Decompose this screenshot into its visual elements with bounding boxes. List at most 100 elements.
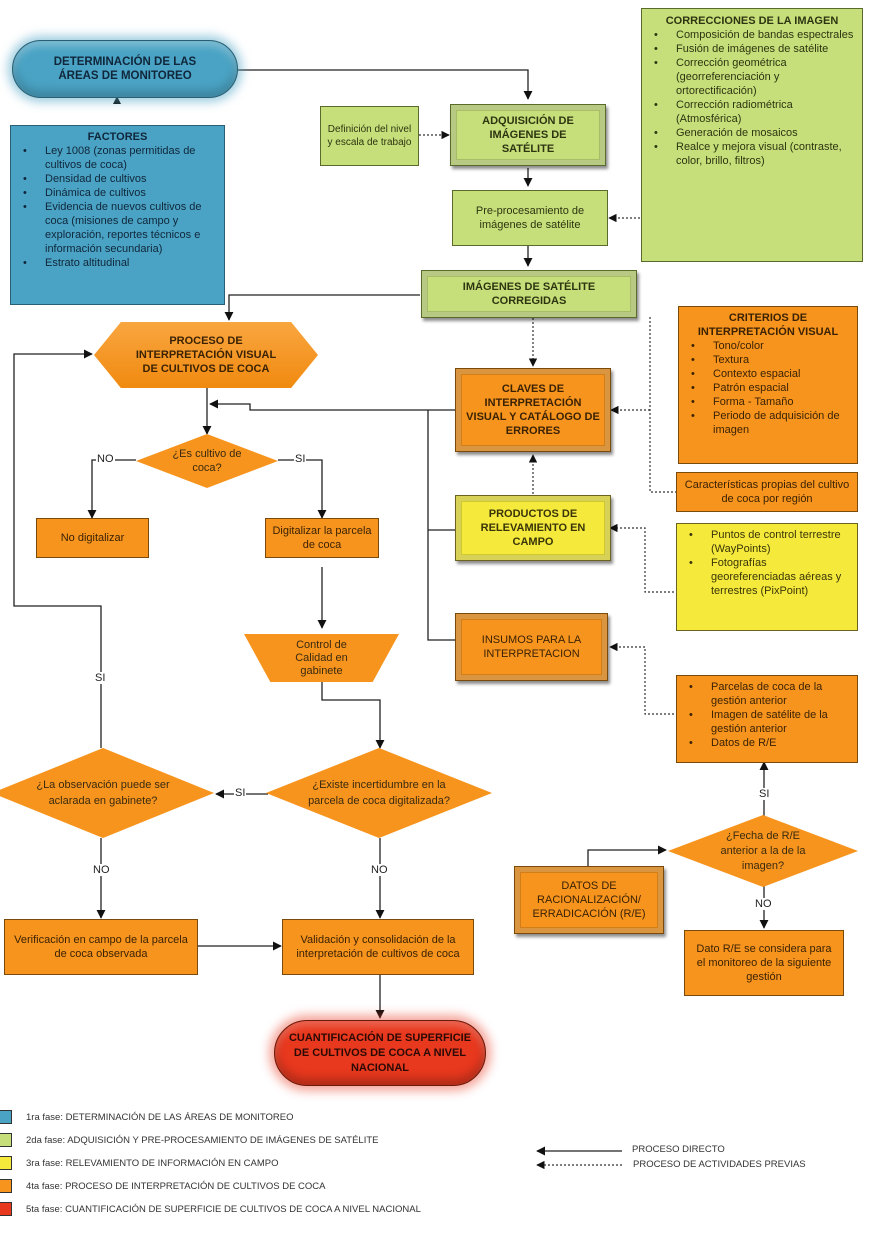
dato-re-siguiente-label: Dato R/E se considera para el monitoreo … — [696, 943, 832, 983]
criterios-item: Contexto espacial — [683, 367, 853, 381]
node-determinacion-areas: DETERMINACIÓN DE LAS ÁREAS DE MONITOREO — [12, 40, 238, 98]
preprocesamiento-label: Pre-procesamiento de imágenes de satélit… — [475, 205, 585, 231]
determinacion-label: DETERMINACIÓN DE LAS ÁREAS DE MONITOREO — [53, 56, 197, 82]
criterios-list: Tono/color Textura Contexto espacial Pat… — [683, 339, 853, 437]
legend-phase-label: 3ra fase: RELEVAMIENTO DE INFORMACIÓN EN… — [26, 1157, 279, 1169]
edge-label-si-existe: SI — [234, 787, 247, 799]
edge-claves-proceso — [209, 399, 455, 411]
node-caracteristicas: Características propias del cultivo de c… — [676, 472, 858, 512]
node-imagenes-corregidas: IMÁGENES DE SATÉLITE CORREGIDAS — [421, 270, 637, 318]
definicion-label: Definición del nivel y escala de trabajo — [327, 124, 412, 148]
node-cuantificacion: CUANTIFICACIÓN DE SUPERFICIE DE CULTIVOS… — [274, 1020, 486, 1086]
legend-phase-1: 1ra fase: DETERMINACIÓN DE LAS ÁREAS DE … — [0, 1110, 293, 1124]
verificacion-label: Verificación en campo de la parcela de c… — [14, 934, 188, 960]
correcciones-item: Composición de bandas espectrales — [646, 28, 858, 42]
node-no-digitalizar: No digitalizar — [36, 518, 149, 558]
factores-list: Ley 1008 (zonas permitidas de cultivos d… — [15, 144, 220, 270]
factores-item: Estrato altitudinal — [15, 256, 220, 270]
legend-phase-label: 4ta fase: PROCESO DE INTERPRETACIÓN DE C… — [26, 1180, 326, 1192]
node-preprocesamiento: Pre-procesamiento de imágenes de satélit… — [452, 190, 608, 246]
correcciones-list: Composición de bandas espectrales Fusión… — [646, 28, 858, 168]
correcciones-item: Fusión de imágenes de satélite — [646, 42, 858, 56]
node-productos: PRODUCTOS DE RELEVAMIENTO EN CAMPO — [455, 495, 611, 561]
legend-phase-label: 1ra fase: DETERMINACIÓN DE LAS ÁREAS DE … — [26, 1111, 294, 1123]
correcciones-title: CORRECCIONES DE LA IMAGEN — [665, 15, 839, 27]
criterios-title: CRITERIOS DE INTERPRETACIÓN VISUAL — [697, 312, 839, 338]
control-calidad-label: Control de Calidad en gabinete — [295, 638, 348, 677]
observacion-aclarada-label: ¿La observación puede ser aclarada en ga… — [36, 779, 170, 807]
node-dato-re-siguiente: Dato R/E se considera para el monitoreo … — [684, 930, 844, 996]
node-datos-re: DATOS DE RACIONALIZACIÓN/ ERRADICACIÓN (… — [514, 866, 664, 934]
edge-label-si-fecha: SI — [758, 788, 771, 800]
legend-phase-label: 2da fase: ADQUISICIÓN Y PRE-PROCESAMIENT… — [26, 1134, 379, 1146]
correcciones-item: Corrección geométrica (georreferenciació… — [646, 56, 858, 98]
node-adquisicion: ADQUISICIÓN DE IMÁGENES DE SATÉLITE — [450, 104, 606, 166]
node-control-calidad: Control de Calidad en gabinete — [244, 634, 399, 682]
factores-item: Densidad de cultivos — [15, 172, 220, 186]
node-parcelas-anteriores: Parcelas de coca de la gestión anterior … — [676, 675, 858, 763]
legend-swatch — [0, 1110, 12, 1124]
factores-title: FACTORES — [87, 131, 148, 143]
legend-phase-3: 3ra fase: RELEVAMIENTO DE INFORMACIÓN EN… — [0, 1156, 279, 1170]
node-correcciones: CORRECCIONES DE LA IMAGEN Composición de… — [641, 8, 863, 262]
validacion-label: Validación y consolidación de la interpr… — [296, 934, 460, 960]
edge-label-no-observacion: NO — [92, 864, 111, 876]
edge-si-branch — [278, 459, 327, 519]
node-insumos: INSUMOS PARA LA INTERPRETACION — [455, 613, 608, 681]
insumos-label: INSUMOS PARA LA INTERPRETACION — [481, 634, 582, 660]
edge-datosre-fecha — [587, 845, 667, 866]
legend-swatch — [0, 1133, 12, 1147]
fecha-re-label: ¿Fecha de R/E anterior a la de la imagen… — [720, 829, 806, 872]
correcciones-item: Corrección radiométrica (Atmosférica) — [646, 98, 858, 126]
parcelas-anteriores-list: Parcelas de coca de la gestión anterior … — [681, 680, 853, 750]
edge-label-no-existe: NO — [370, 864, 389, 876]
factores-item: Evidencia de nuevos cultivos de coca (mi… — [15, 200, 220, 256]
legend-previous-label: PROCESO DE ACTIVIDADES PREVIAS — [633, 1159, 806, 1170]
correcciones-item: Generación de mosaicos — [646, 126, 858, 140]
node-definicion-nivel: Definición del nivel y escala de trabajo — [320, 106, 419, 166]
criterios-item: Textura — [683, 353, 853, 367]
edge-label-si-observacion: SI — [94, 672, 107, 684]
factores-item: Dinámica de cultivos — [15, 186, 220, 200]
edge-corregidas-proceso — [224, 294, 420, 321]
criterios-item: Forma - Tamaño — [683, 395, 853, 409]
edge-puntos-productos — [609, 523, 678, 593]
proceso-interpretacion-label: PROCESO DE INTERPRETACIÓN VISUAL DE CULT… — [135, 335, 277, 375]
productos-label: PRODUCTOS DE RELEVAMIENTO EN CAMPO — [480, 508, 586, 548]
arrowhead-factores — [113, 96, 121, 104]
node-verificacion: Verificación en campo de la parcela de c… — [4, 919, 198, 975]
edge-observacion-proceso — [13, 349, 102, 748]
puntos-list: Puntos de control terrestre (WayPoints) … — [681, 528, 853, 598]
puntos-item: Puntos de control terrestre (WayPoints) — [681, 528, 853, 556]
legend-phase-2: 2da fase: ADQUISICIÓN Y PRE-PROCESAMIENT… — [0, 1133, 378, 1147]
node-claves: CLAVES DE INTERPRETACIÓN VISUAL Y CATÁLO… — [455, 368, 611, 452]
criterios-item: Patrón espacial — [683, 381, 853, 395]
puntos-item: Fotografías georeferenciadas aéreas y te… — [681, 556, 853, 598]
node-validacion: Validación y consolidación de la interpr… — [282, 919, 474, 975]
parcelas-item: Parcelas de coca de la gestión anterior — [681, 680, 853, 708]
edge-no-branch — [87, 459, 136, 519]
node-puntos-control: Puntos de control terrestre (WayPoints) … — [676, 523, 858, 631]
datos-re-label: DATOS DE RACIONALIZACIÓN/ ERRADICACIÓN (… — [532, 880, 646, 920]
digitalizar-label: Digitalizar la parcela de coca — [272, 525, 372, 551]
legend-swatch — [0, 1202, 12, 1216]
node-criterios: CRITERIOS DE INTERPRETACIÓN VISUAL Tono/… — [678, 306, 858, 464]
existe-incertidumbre-label: ¿Existe incertidumbre en la parcela de c… — [308, 779, 450, 807]
edge-determinacion-adquisicion — [238, 69, 533, 100]
edge-trunk — [427, 410, 455, 641]
criterios-item: Periodo de adquisición de imagen — [683, 409, 853, 437]
edge-label-no-fecha: NO — [754, 898, 773, 910]
parcelas-item: Imagen de satélite de la gestión anterio… — [681, 708, 853, 736]
cuantificacion-label: CUANTIFICACIÓN DE SUPERFICIE DE CULTIVOS… — [288, 1031, 472, 1074]
edge-criterios-claves — [611, 317, 678, 493]
no-digitalizar-label: No digitalizar — [60, 532, 125, 544]
edge-parcelas-insumos — [609, 642, 678, 715]
adquisicion-label: ADQUISICIÓN DE IMÁGENES DE SATÉLITE — [482, 115, 574, 155]
criterios-item: Tono/color — [683, 339, 853, 353]
correcciones-item: Realce y mejora visual (contraste, color… — [646, 140, 858, 168]
edge-control-existe — [321, 681, 385, 749]
factores-item: Ley 1008 (zonas permitidas de cultivos d… — [15, 144, 220, 172]
parcelas-item: Datos de R/E — [681, 736, 853, 750]
legend-phase-label: 5ta fase: CUANTIFICACIÓN DE SUPERFICIE D… — [26, 1203, 421, 1215]
node-proceso-interpretacion: PROCESO DE INTERPRETACIÓN VISUAL DE CULT… — [94, 322, 318, 388]
